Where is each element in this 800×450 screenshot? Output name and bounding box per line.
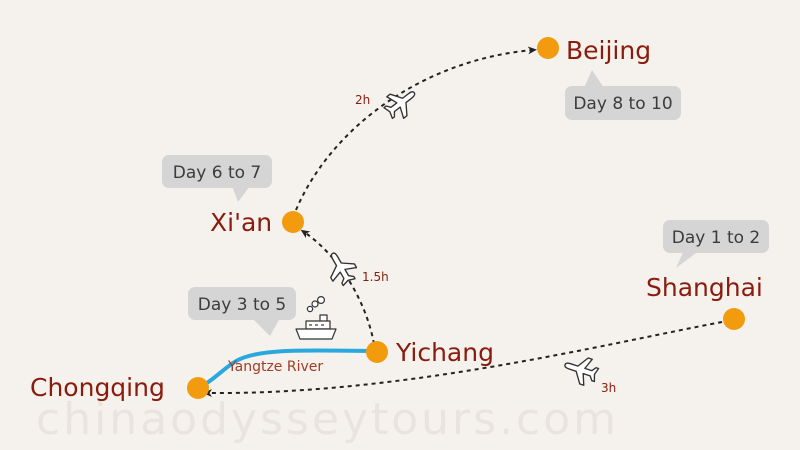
day-bubble-shanghai: Day 1 to 2: [663, 220, 769, 268]
city-dot-chongqing: [187, 377, 209, 399]
ship-icon: [295, 296, 337, 340]
city-dot-xian: [282, 211, 304, 233]
day-label-river: Day 3 to 5: [198, 295, 286, 315]
day-label-beijing: Day 8 to 10: [573, 94, 672, 114]
day-label-xian: Day 6 to 7: [173, 163, 261, 183]
day-bubble-river: Day 3 to 5: [188, 287, 296, 336]
yangtze-river-line: [196, 348, 372, 390]
city-label-chongqing: Chongqing: [30, 373, 165, 402]
route-shanghai-chongqing: [203, 321, 723, 398]
duration-xian-beijing: 2h: [355, 93, 370, 107]
day-bubble-xian: Day 6 to 7: [162, 155, 272, 202]
city-label-shanghai: Shanghai: [646, 273, 763, 302]
city-label-yichang: Yichang: [395, 338, 494, 367]
route-xian-beijing: [295, 46, 537, 211]
route-yichang-xian: [300, 229, 375, 345]
duration-shanghai-chongqing: 3h: [601, 381, 616, 395]
watermark: chinaodysseytours.com: [36, 394, 619, 445]
city-dot-beijing: [537, 37, 559, 59]
city-label-xian: Xi'an: [210, 208, 272, 237]
city-dot-yichang: [366, 341, 388, 363]
city-label-beijing: Beijing: [566, 36, 651, 65]
airplane-icon: [379, 81, 424, 125]
day-label-shanghai: Day 1 to 2: [672, 228, 760, 248]
airplane-icon: [560, 351, 602, 389]
day-bubble-beijing: Day 8 to 10: [565, 70, 681, 120]
city-dot-shanghai: [723, 308, 745, 330]
duration-yichang-xian: 1.5h: [362, 270, 389, 284]
river-label: Yangtze River: [227, 359, 323, 375]
